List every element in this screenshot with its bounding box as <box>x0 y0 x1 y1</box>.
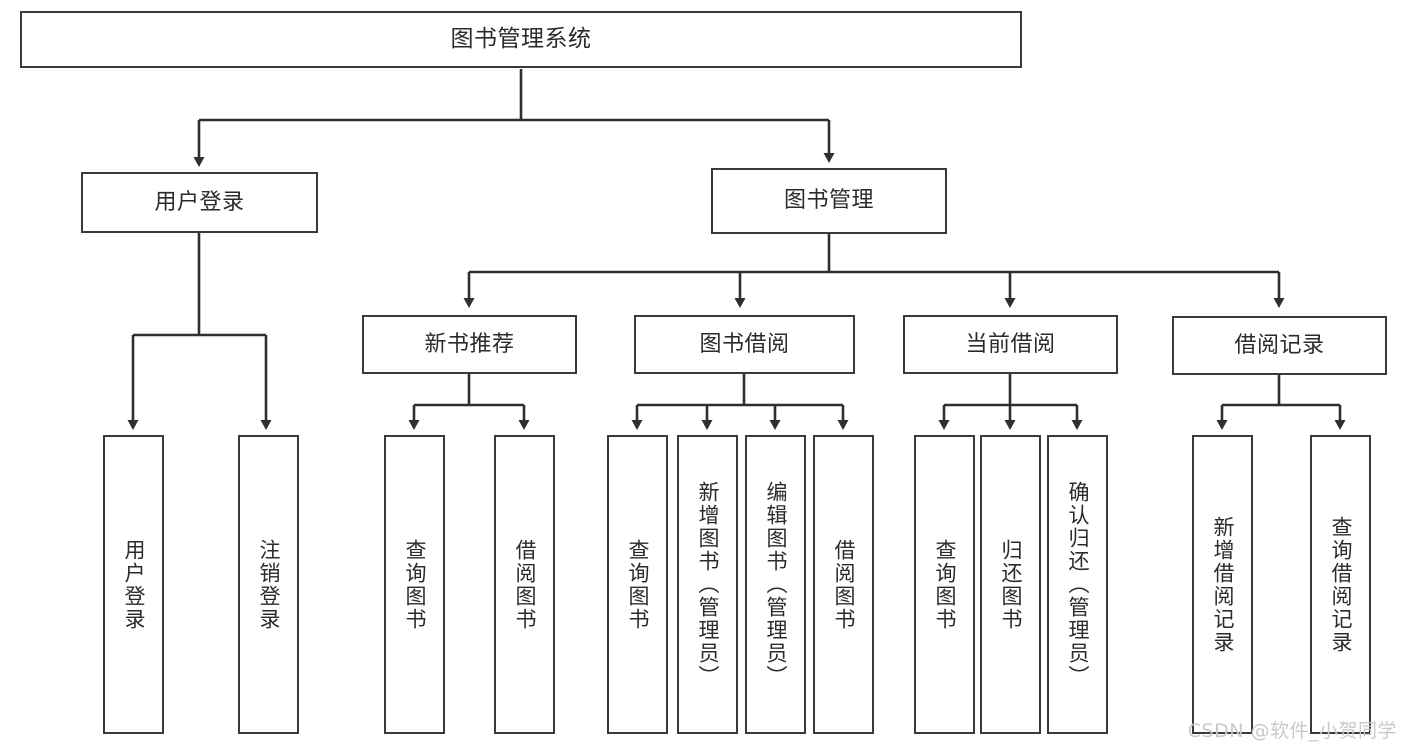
node-label: 借阅记录 <box>1234 332 1325 358</box>
node-label: 借阅图书 <box>831 538 856 631</box>
leaf-borrow-book-new[interactable]: 借阅图书 <box>494 435 555 734</box>
leaf-edit-book-admin[interactable]: 编辑图书（管理员） <box>745 435 806 734</box>
leaf-query-book-new[interactable]: 查询图书 <box>384 435 445 734</box>
leaf-logout[interactable]: 注销登录 <box>238 435 299 734</box>
node-label: 新增借阅记录 <box>1210 515 1235 654</box>
node-label: 用户登录 <box>154 189 245 215</box>
leaf-add-borrow-record[interactable]: 新增借阅记录 <box>1192 435 1253 734</box>
node-current-borrow[interactable]: 当前借阅 <box>903 315 1118 374</box>
leaf-confirm-return-admin[interactable]: 确认归还（管理员） <box>1047 435 1108 734</box>
node-new-book-recommend[interactable]: 新书推荐 <box>362 315 577 374</box>
leaf-add-book-admin[interactable]: 新增图书（管理员） <box>677 435 738 734</box>
csdn-watermark: CSDN @软件_小贺同学 <box>1187 720 1397 742</box>
node-label: 查询图书 <box>625 538 650 631</box>
node-book-borrow[interactable]: 图书借阅 <box>634 315 855 374</box>
node-label: 图书管理 <box>783 188 874 214</box>
leaf-return-book[interactable]: 归还图书 <box>980 435 1041 734</box>
node-label: 用户登录 <box>121 538 146 631</box>
node-label: 查询借阅记录 <box>1328 515 1353 654</box>
node-borrow-record[interactable]: 借阅记录 <box>1172 316 1387 375</box>
node-label: 当前借阅 <box>965 331 1056 357</box>
node-label: 查询图书 <box>932 538 957 631</box>
node-label: 确认归还（管理员） <box>1065 481 1090 688</box>
leaf-borrow-book[interactable]: 借阅图书 <box>813 435 874 734</box>
node-label: 归还图书 <box>998 538 1023 631</box>
node-label: 查询图书 <box>402 538 427 631</box>
node-label: 注销登录 <box>256 538 281 631</box>
node-label: 编辑图书（管理员） <box>763 481 788 688</box>
node-label: 新增图书（管理员） <box>695 481 720 688</box>
node-user-login[interactable]: 用户登录 <box>81 172 318 233</box>
leaf-query-borrow-record[interactable]: 查询借阅记录 <box>1310 435 1371 734</box>
leaf-user-login[interactable]: 用户登录 <box>103 435 164 734</box>
node-label: 新书推荐 <box>424 331 515 357</box>
leaf-query-book-current[interactable]: 查询图书 <box>914 435 975 734</box>
node-label: 图书管理系统 <box>450 25 592 52</box>
node-label: 图书借阅 <box>699 331 790 357</box>
node-root-system[interactable]: 图书管理系统 <box>20 11 1022 68</box>
node-book-management[interactable]: 图书管理 <box>711 168 947 234</box>
leaf-query-book[interactable]: 查询图书 <box>607 435 668 734</box>
node-label: 借阅图书 <box>512 538 537 631</box>
